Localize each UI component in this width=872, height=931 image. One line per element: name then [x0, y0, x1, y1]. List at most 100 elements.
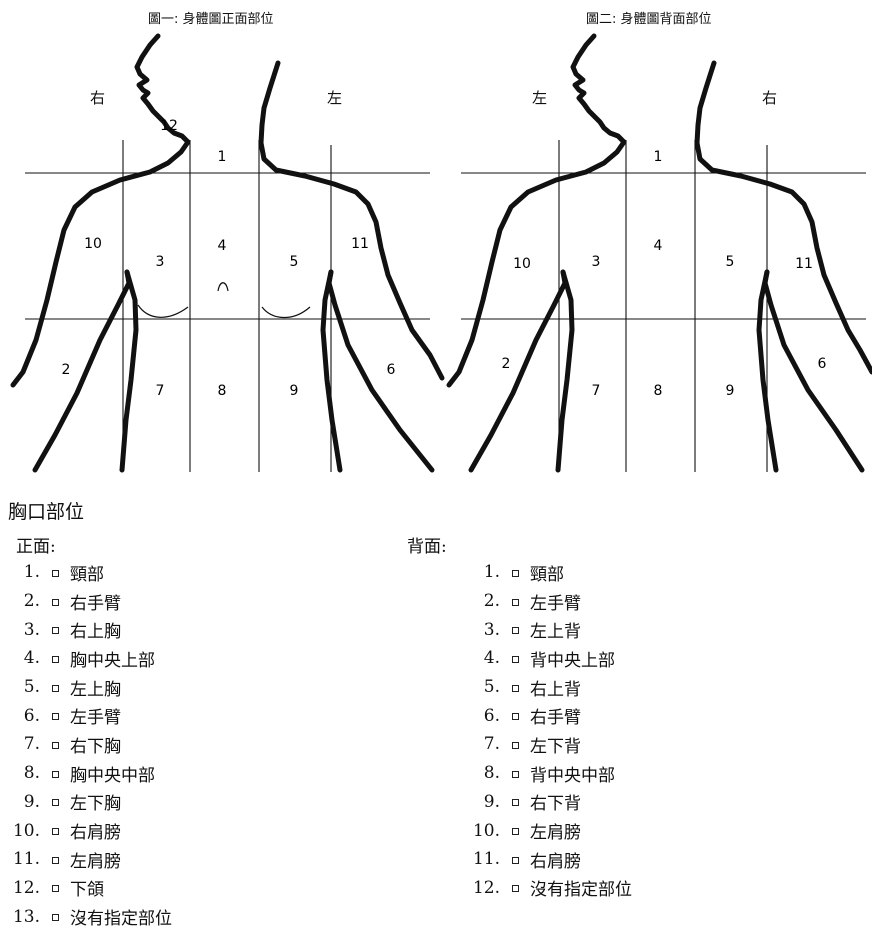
checkbox-icon[interactable]: [52, 713, 59, 720]
item-label: 胸中央中部: [70, 761, 155, 786]
item-label: 下頜: [70, 875, 104, 900]
front-item-3: 3.右上胸: [0, 615, 172, 644]
item-label: 頸部: [70, 560, 104, 585]
checkbox-icon[interactable]: [512, 885, 519, 892]
front-heading: 正面:: [16, 532, 56, 557]
checkbox-icon[interactable]: [52, 771, 59, 778]
item-label: 右上胸: [70, 617, 121, 642]
checkbox-icon[interactable]: [52, 685, 59, 692]
arm-left-inner: [329, 272, 432, 470]
front-body-diagram: 圖一: 身體圖正面部位 右 左 1 2 3 4 5 6 7 8 9 10 11: [0, 0, 436, 480]
item-label: 右下背: [530, 789, 581, 814]
back-item-11: 11.右肩膀: [460, 845, 632, 874]
face-profile: [13, 36, 188, 385]
chest-cap: [218, 283, 228, 291]
front-region-11: 11: [351, 236, 369, 252]
item-label: 左上背: [530, 617, 581, 642]
item-number: 9.: [0, 792, 40, 812]
back-body-outline: 1 2 3 4 5 6 7 8 9 10 11: [436, 0, 872, 480]
item-label: 右手臂: [530, 703, 581, 728]
item-label: 右肩膀: [530, 847, 581, 872]
item-number: 9.: [460, 792, 500, 812]
front-item-2: 2. 右手臂: [0, 587, 172, 616]
item-number: 7.: [0, 734, 40, 754]
item-number: 5.: [0, 677, 40, 697]
checkbox-icon[interactable]: [52, 742, 59, 749]
checkbox-icon[interactable]: [52, 570, 59, 577]
front-region-7: 7: [156, 383, 165, 399]
front-item-4: 4. 胸中央上部: [0, 644, 172, 673]
item-label: 右肩膀: [70, 818, 121, 843]
checkbox-icon[interactable]: [52, 885, 59, 892]
front-region-1: 1: [218, 149, 227, 165]
checkbox-icon[interactable]: [512, 599, 519, 606]
item-label: 左上胸: [70, 675, 121, 700]
back-region-7: 7: [592, 383, 601, 399]
back-region-6: 6: [818, 356, 827, 372]
back-region-3: 3: [592, 254, 601, 270]
checkbox-icon[interactable]: [52, 599, 59, 606]
front-body-outline: 1 2 3 4 5 6 7 8 9 10 11 12: [0, 0, 436, 480]
item-number: 8.: [0, 763, 40, 783]
item-label: 左肩膀: [530, 818, 581, 843]
back-region-9: 9: [726, 383, 735, 399]
front-region-9: 9: [290, 383, 299, 399]
back-item-3: 3. 左上背: [460, 615, 632, 644]
item-label: 胸中央上部: [70, 646, 155, 671]
checkbox-icon[interactable]: [52, 828, 59, 835]
item-label: 左手臂: [530, 589, 581, 614]
checkbox-icon[interactable]: [512, 799, 519, 806]
back-item-12: 12.沒有指定部位: [460, 874, 632, 903]
checkbox-icon[interactable]: [512, 857, 519, 864]
checkbox-icon[interactable]: [512, 713, 519, 720]
item-number: 10.: [0, 821, 40, 841]
back-item-6: 6.右手臂: [460, 701, 632, 730]
item-label: 左肩膀: [70, 847, 121, 872]
head-back: [697, 63, 872, 372]
front-item-7: 7. 右下胸: [0, 730, 172, 759]
item-number: 4.: [0, 648, 40, 668]
checkbox-icon[interactable]: [52, 857, 59, 864]
item-label: 右下胸: [70, 732, 121, 757]
front-region-4: 4: [218, 238, 227, 254]
back-item-7: 7.左下背: [460, 730, 632, 759]
checkbox-icon[interactable]: [512, 771, 519, 778]
checkbox-icon[interactable]: [512, 656, 519, 663]
back-region-8: 8: [654, 383, 663, 399]
item-number: 8.: [460, 763, 500, 783]
item-number: 11.: [0, 849, 40, 869]
checkbox-icon[interactable]: [512, 742, 519, 749]
front-region-6: 6: [387, 362, 396, 378]
checkbox-icon[interactable]: [512, 627, 519, 634]
front-region-5: 5: [290, 254, 299, 270]
back-item-9: 9. 右下背: [460, 788, 632, 817]
chest-curve-left: [262, 307, 310, 318]
item-number: 13.: [0, 907, 40, 927]
section-title: 胸口部位: [8, 497, 84, 524]
back-item-2: 2. 左手臂: [460, 587, 632, 616]
front-checklist: 1.頸部2.右手臂3.右上胸4.胸中央上部5.左上胸6.左手臂7.右下胸8.胸中…: [0, 558, 172, 931]
item-number: 1.: [460, 562, 500, 582]
front-item-12: 12. 下頜: [0, 874, 172, 903]
front-item-8: 8. 胸中央中部: [0, 759, 172, 788]
checkbox-icon[interactable]: [512, 685, 519, 692]
front-item-5: 5. 左上胸: [0, 673, 172, 702]
item-number: 2.: [0, 591, 40, 611]
checkbox-icon[interactable]: [512, 570, 519, 577]
checkbox-icon[interactable]: [52, 914, 59, 921]
checkbox-icon[interactable]: [52, 627, 59, 634]
checkbox-icon[interactable]: [512, 828, 519, 835]
item-label: 右上背: [530, 675, 581, 700]
item-label: 右手臂: [70, 589, 121, 614]
item-number: 3.: [460, 620, 500, 640]
item-label: 沒有指定部位: [530, 875, 632, 900]
front-region-3: 3: [156, 254, 165, 270]
back-region-4: 4: [654, 238, 663, 254]
item-number: 12.: [0, 878, 40, 898]
chest-curve-right: [138, 305, 188, 317]
front-item-1: 1.頸部: [0, 558, 172, 587]
item-number: 2.: [460, 591, 500, 611]
checkbox-icon[interactable]: [52, 799, 59, 806]
checkbox-icon[interactable]: [52, 656, 59, 663]
